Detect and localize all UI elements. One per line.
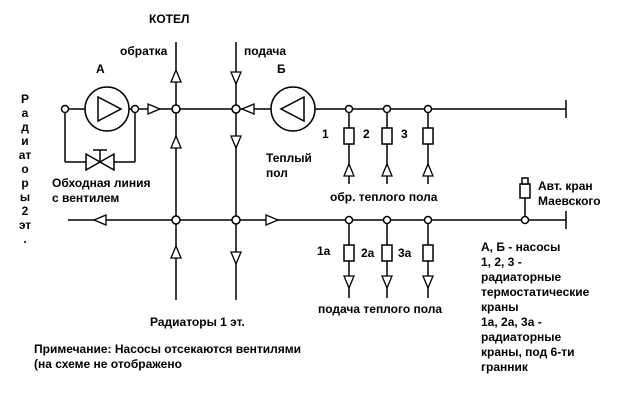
arrow-down xyxy=(230,135,242,150)
arrow-right xyxy=(265,214,280,226)
bypass-label: Обходная линия с вентилем xyxy=(52,176,151,205)
boiler-title: КОТЕЛ xyxy=(149,12,190,26)
valve-2-icon xyxy=(381,127,393,145)
flow-arrows xyxy=(92,68,434,290)
valve-1-label: 1 xyxy=(322,127,329,141)
valve-3-icon xyxy=(422,127,434,145)
floor-supply-label: подача теплого пола xyxy=(318,302,443,316)
floor-return-label: обр. теплого пола xyxy=(330,190,438,204)
valve-2a-label: 2а xyxy=(361,246,375,260)
arrow-left xyxy=(92,214,107,226)
arrow-up xyxy=(170,134,182,149)
arrow-down xyxy=(422,275,434,290)
arrow-left xyxy=(240,103,255,115)
pump-a xyxy=(84,86,130,132)
arrow-up xyxy=(170,68,182,83)
arrow-up xyxy=(343,162,355,177)
mayevsky-valve-icon xyxy=(519,177,531,199)
valve-3a-label: 3а xyxy=(398,246,412,260)
podacha-label: подача xyxy=(244,44,287,58)
arrow-right xyxy=(147,103,162,115)
obratka-label: обратка xyxy=(120,44,168,58)
arrow-down xyxy=(343,275,355,290)
radiators-2-label: Радиаторы 2 эт. xyxy=(18,92,32,246)
bypass-valve xyxy=(85,152,115,172)
legend-text: А, Б - насосы 1, 2, 3 - радиаторные терм… xyxy=(481,240,590,374)
pump-a-label: А xyxy=(96,62,105,76)
radiator-valves-lower xyxy=(343,244,434,262)
valve-3-label: 3 xyxy=(401,127,408,141)
pump-b xyxy=(270,86,316,132)
arrow-down xyxy=(381,275,393,290)
arrow-up xyxy=(422,162,434,177)
mayevsky-label: Авт. кран Маевского xyxy=(538,179,601,208)
pump-b-label: Б xyxy=(277,62,286,76)
valve-2-label: 2 xyxy=(363,127,370,141)
warm-floor-label: Теплый пол xyxy=(266,151,312,180)
valve-1-icon xyxy=(343,127,355,145)
arrow-up xyxy=(170,244,182,259)
valve-1a-icon xyxy=(343,244,355,262)
valve-3a-icon xyxy=(422,244,434,262)
note-text: Примечание: Насосы отсекаются вентилями … xyxy=(34,342,302,371)
valve-1a-label: 1а xyxy=(317,244,331,258)
arrow-up xyxy=(381,162,393,177)
valve-2a-icon xyxy=(381,244,393,262)
radiator-valves-upper xyxy=(343,127,434,145)
junctions xyxy=(60,104,530,225)
arrow-down xyxy=(230,251,242,266)
arrow-down xyxy=(230,71,242,86)
radiators-1-label: Радиаторы 1 эт. xyxy=(150,315,245,329)
